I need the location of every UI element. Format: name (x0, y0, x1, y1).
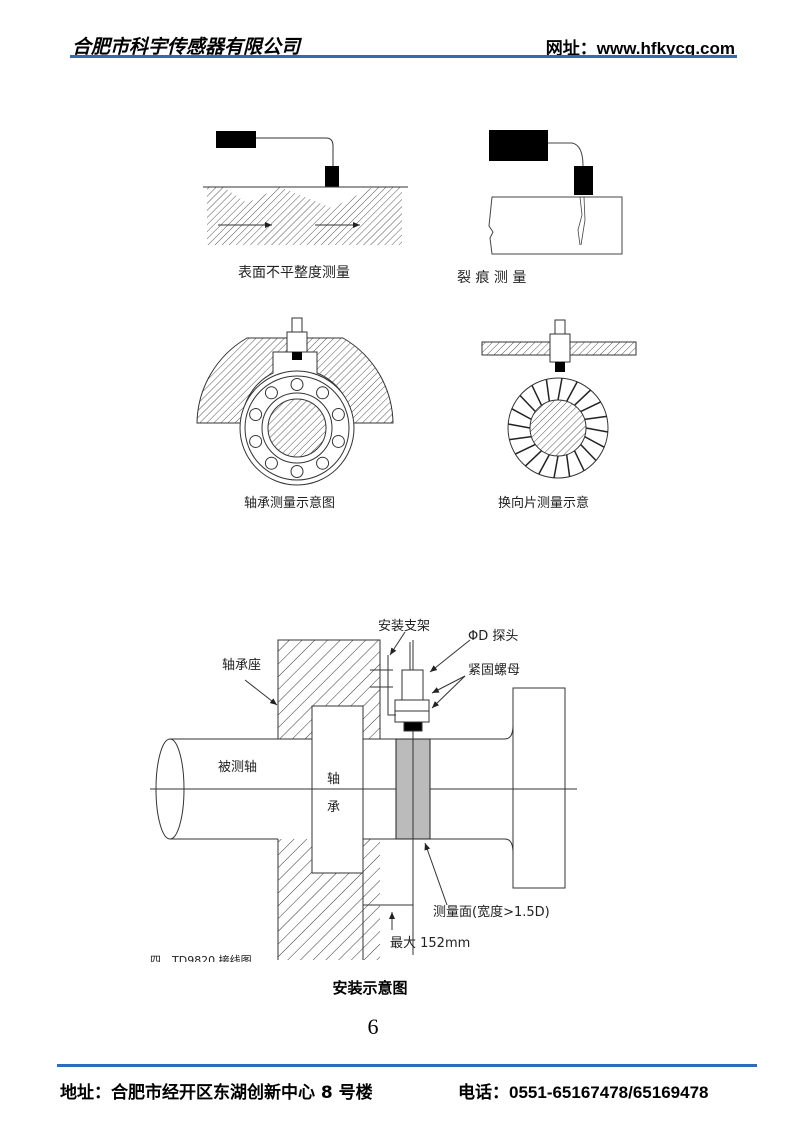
surface-figure: 表面不平整度测量 (203, 131, 408, 281)
commutator-segment (584, 435, 605, 448)
crack-label: 裂 痕 测 量 (457, 270, 526, 286)
bearing-ball (290, 465, 304, 478)
commutator-segment (580, 443, 597, 462)
bearing-ball (249, 408, 263, 422)
housing-label: 轴承座 (222, 658, 261, 673)
bearing-ball (316, 386, 330, 400)
commutator-segment (531, 385, 543, 406)
max-distance-label: 最大 152mm (390, 936, 470, 951)
commutator-segment (508, 423, 531, 429)
website: 网址：www.hfkycg.com (545, 39, 735, 58)
company-name: 合肥市科宇传感器有限公司 (72, 36, 301, 58)
commutator-segment (509, 435, 532, 441)
commutator-segment (565, 381, 578, 402)
commutator-segment (553, 455, 559, 478)
commutator-segment (557, 378, 563, 401)
address: 地址：合肥市经开区东湖创新中心 8 号楼 (60, 1083, 373, 1103)
commutator-segment (524, 450, 543, 467)
commutator-segment (538, 454, 551, 475)
install-labels: 安装支架 ΦD 探头 紧固螺母 轴承座 被测轴 轴 承 测量面(宽度>1.5D)… (218, 619, 550, 951)
commutator-segment (584, 415, 607, 421)
bearing-ball (316, 456, 330, 470)
bearing-ball (249, 434, 263, 448)
commutator-segment (573, 389, 592, 406)
commutator-segment (545, 379, 551, 402)
figure-caption: 安装示意图 (332, 979, 408, 997)
shaft-label: 被测轴 (218, 760, 257, 775)
bearing-ball (331, 408, 345, 422)
phone: 电话：0551-65167478/65169478 (458, 1083, 709, 1102)
bearing-ball (264, 386, 278, 400)
footer-divider (57, 1064, 757, 1067)
bearing-ball (264, 456, 278, 470)
probe-label: ΦD 探头 (468, 629, 518, 644)
surface-width-label: 测量面(宽度>1.5D) (433, 904, 550, 920)
commutator-segment (515, 443, 536, 455)
commutator-segment (565, 454, 571, 477)
commutator-segment (511, 408, 532, 421)
page-number: 6 (367, 1014, 379, 1039)
nut-label: 紧固螺母 (468, 663, 520, 678)
bearing-figure: 轴承测量示意图 (196, 317, 394, 511)
cutoff-label: 四、TD9820 接线图 (150, 953, 252, 967)
bearing-ball (331, 434, 345, 448)
bearing-label: 轴承测量示意图 (244, 495, 335, 511)
commutator-segment (585, 427, 608, 433)
commutator-figure: 换向片测量示意 (481, 319, 637, 511)
commutator-segment (519, 394, 536, 413)
bearing-ball (290, 378, 304, 391)
bearing-char-2: 承 (327, 800, 340, 815)
commutator-segment (573, 450, 585, 471)
header-divider (70, 55, 737, 58)
bearing-char-1: 轴 (327, 772, 340, 787)
surface-label: 表面不平整度测量 (238, 265, 350, 281)
bracket-label: 安装支架 (378, 619, 430, 634)
commutator-label: 换向片测量示意 (498, 495, 589, 511)
crack-figure: 裂 痕 测 量 (457, 130, 623, 286)
install-diagram (150, 631, 577, 960)
commutator-segment (580, 401, 601, 413)
